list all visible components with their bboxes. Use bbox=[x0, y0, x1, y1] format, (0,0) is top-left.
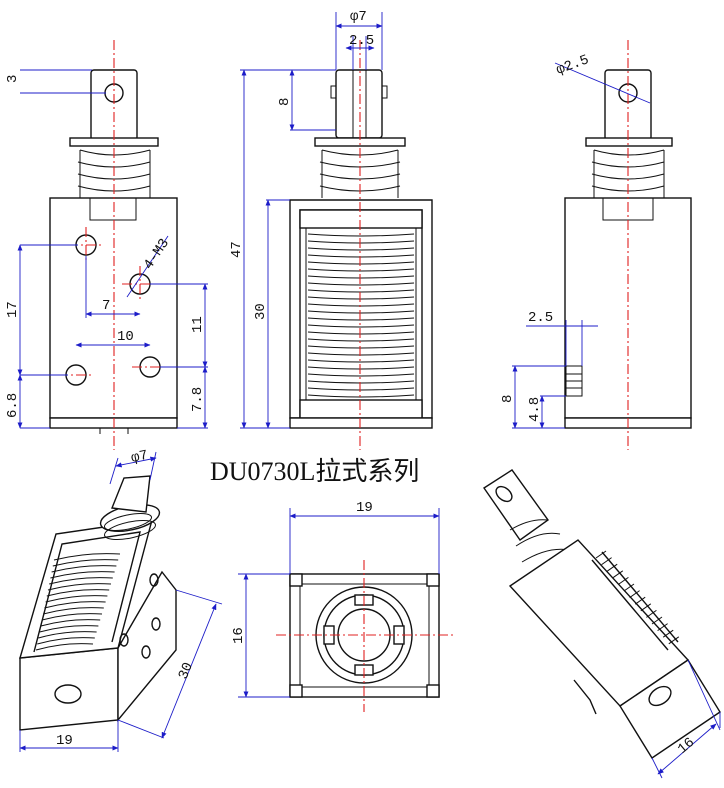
dim-side-2.5: 2.5 bbox=[349, 33, 374, 49]
dim-front-10: 10 bbox=[117, 329, 134, 345]
coil-winding bbox=[307, 366, 415, 370]
coil-winding bbox=[307, 387, 415, 391]
dim-bottom-16: 16 bbox=[231, 627, 247, 644]
coil-winding bbox=[307, 289, 415, 293]
right-view: φ2.5 2.5 8 4.8 bbox=[500, 40, 692, 450]
coil-winding bbox=[43, 607, 104, 615]
coil-winding bbox=[640, 603, 652, 612]
coil-winding bbox=[307, 324, 415, 328]
coil-winding bbox=[40, 619, 101, 627]
coil-winding bbox=[606, 563, 618, 572]
dim-front-6.8: 6.8 bbox=[5, 393, 21, 418]
coil-winding bbox=[618, 576, 629, 585]
dim-front-17: 17 bbox=[5, 301, 21, 318]
coil-winding bbox=[307, 261, 415, 265]
coil-winding bbox=[307, 352, 415, 356]
coil-winding bbox=[307, 310, 415, 314]
coil-winding bbox=[601, 557, 612, 566]
front-view: 3 17 6.8 7 10 11 7.8 4-M3 bbox=[5, 40, 208, 450]
dim-front-7: 7 bbox=[102, 298, 110, 314]
coil-winding bbox=[307, 247, 415, 251]
coil-winding bbox=[307, 254, 415, 258]
iso-right-view: 16 bbox=[483, 469, 721, 779]
coil-winding bbox=[44, 601, 106, 609]
coil-winding bbox=[52, 559, 119, 567]
coil-winding bbox=[37, 637, 95, 645]
coil-winding bbox=[612, 570, 624, 579]
dim-iso-left-19: 19 bbox=[56, 733, 73, 749]
dim-front-7.8: 7.8 bbox=[190, 387, 206, 412]
iso-left-view: φ7 30 19 bbox=[19, 448, 223, 752]
dim-side-30: 30 bbox=[253, 303, 269, 320]
coil-winding bbox=[45, 595, 108, 603]
coil-winding bbox=[307, 373, 415, 377]
coil-winding bbox=[307, 394, 415, 398]
coil-winding bbox=[41, 613, 103, 621]
coil-winding bbox=[307, 338, 415, 342]
coil-winding bbox=[35, 643, 94, 651]
coil-winding bbox=[307, 296, 415, 300]
coil-winding bbox=[307, 359, 415, 363]
dim-right-2.5: 2.5 bbox=[528, 310, 553, 326]
coil-winding bbox=[49, 577, 113, 585]
coil-winding bbox=[307, 317, 415, 321]
dim-bottom-19: 19 bbox=[356, 500, 373, 516]
coil-winding bbox=[646, 609, 657, 618]
coil-winding bbox=[46, 589, 110, 597]
dim-side-8: 8 bbox=[277, 98, 293, 106]
coil-winding bbox=[39, 625, 99, 633]
coil-winding bbox=[307, 268, 415, 272]
coil-winding bbox=[307, 233, 415, 237]
coil-winding bbox=[651, 616, 663, 625]
dim-right-4.8: 4.8 bbox=[527, 397, 543, 422]
coil-winding bbox=[307, 275, 415, 279]
coil-winding bbox=[657, 623, 668, 632]
coil-winding bbox=[307, 345, 415, 349]
side-view: φ7 2.5 8 47 30 bbox=[229, 9, 433, 450]
coil-winding bbox=[668, 636, 680, 645]
coil-winding bbox=[53, 553, 121, 561]
coil-winding bbox=[307, 303, 415, 307]
coil-winding bbox=[307, 240, 415, 244]
coil-winding bbox=[595, 550, 607, 559]
coil-winding bbox=[307, 331, 415, 335]
coil-winding bbox=[307, 380, 415, 384]
bottom-view: 19 16 bbox=[231, 500, 454, 712]
dim-right-phi2.5: φ2.5 bbox=[554, 52, 591, 79]
coil-winding bbox=[50, 571, 115, 579]
dim-iso-left-phi7: φ7 bbox=[130, 448, 150, 467]
dim-side-phi7: φ7 bbox=[350, 9, 367, 25]
coil-winding bbox=[51, 565, 117, 573]
coil-winding bbox=[38, 631, 97, 639]
coil-winding bbox=[634, 596, 646, 605]
dim-side-47: 47 bbox=[229, 241, 245, 258]
drawing-title: DU0730L拉式系列 bbox=[210, 457, 419, 486]
dim-front-3: 3 bbox=[5, 75, 21, 83]
coil-winding bbox=[662, 629, 674, 638]
dim-front-11: 11 bbox=[190, 316, 206, 333]
dim-iso-left-30: 30 bbox=[176, 660, 197, 682]
coil-winding bbox=[47, 583, 112, 591]
coil-winding bbox=[307, 282, 415, 286]
coil-winding bbox=[623, 583, 635, 592]
coil-winding bbox=[629, 590, 640, 599]
dim-right-8: 8 bbox=[500, 395, 516, 403]
